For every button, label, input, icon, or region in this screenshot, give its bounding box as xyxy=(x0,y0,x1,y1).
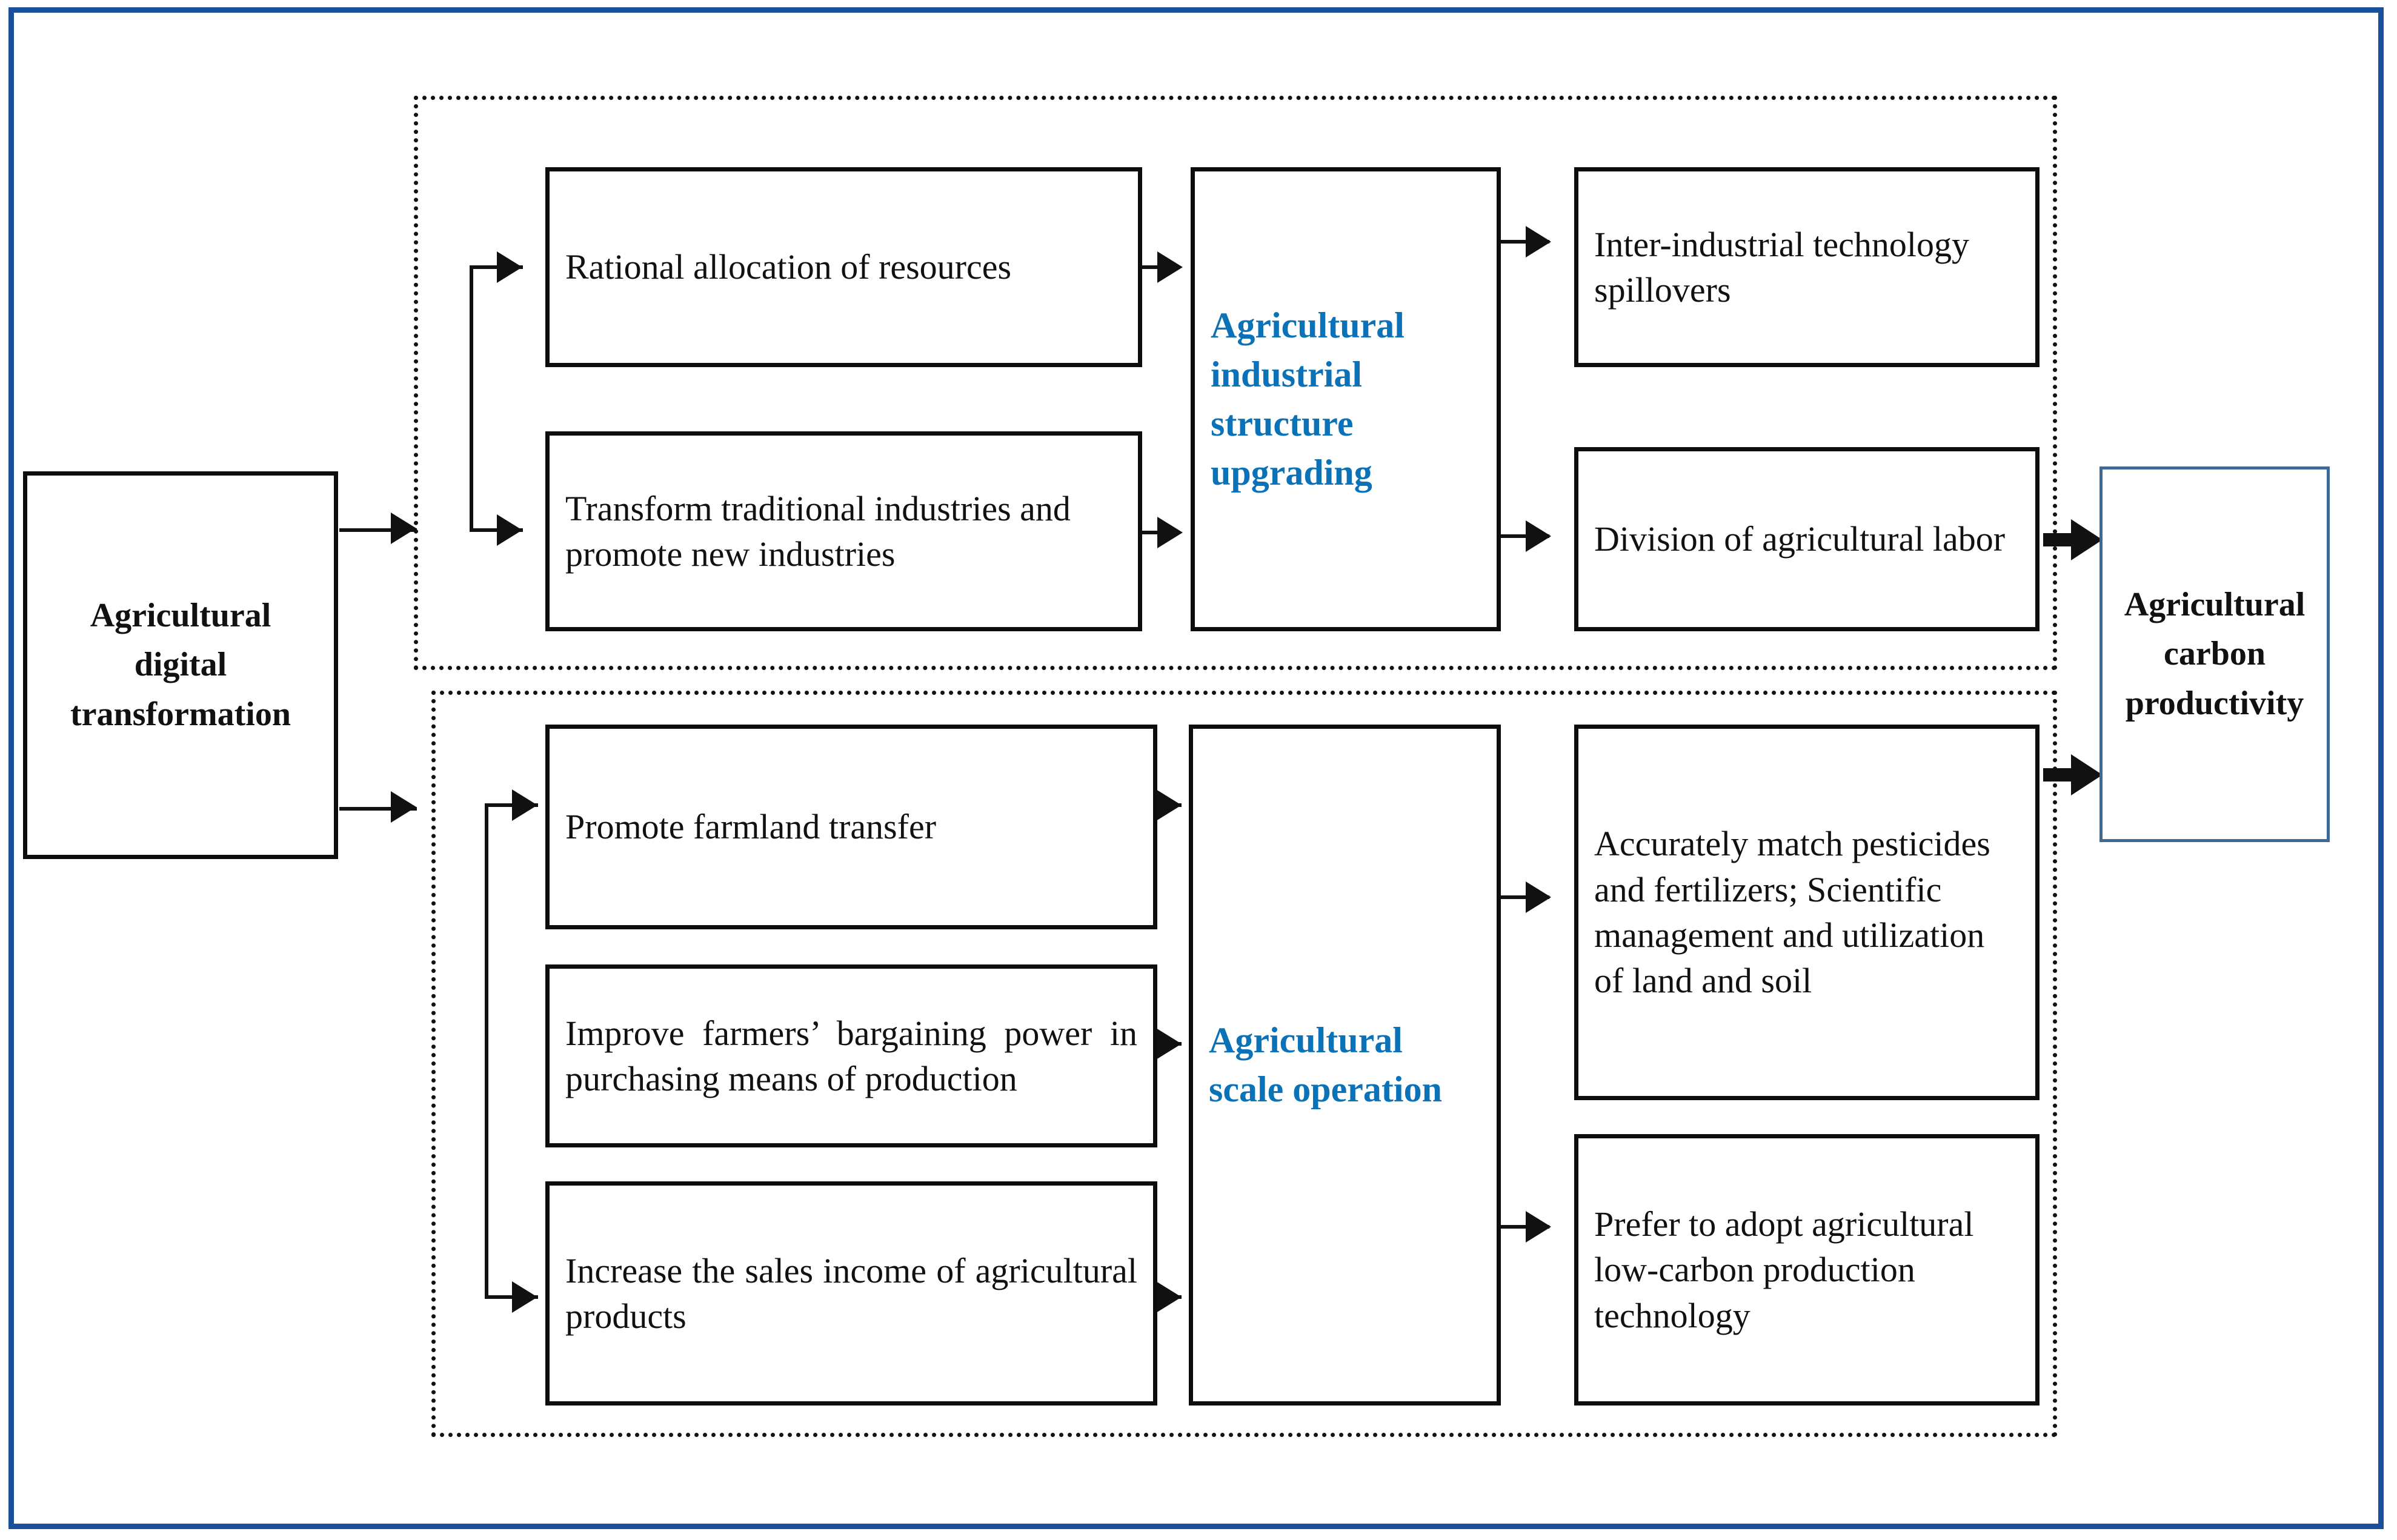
node-driver-promote-farmland-transfer[interactable]: Promote farmland transfer xyxy=(545,725,1157,929)
node-source-label: Agricultural digital transformation xyxy=(70,597,291,733)
arrowhead-bargaining-to-scale xyxy=(1156,1028,1182,1060)
node-driver-rational-allocation-label: Rational allocation of resources xyxy=(565,247,1012,287)
arrowhead-source-to-structure xyxy=(391,513,416,544)
bracket-structure-branch-bottom xyxy=(470,528,523,532)
node-mechanism-agricultural-scale-operation-label: Agricultural scale operation xyxy=(1209,1020,1442,1109)
node-outcome-agricultural-carbon-productivity[interactable]: Agricultural carbon productivity xyxy=(2099,466,2330,842)
node-effect-technology-spillovers[interactable]: Inter-industrial technology spillovers xyxy=(1574,167,2040,367)
node-mechanism-industrial-structure-upgrading-label: Agricultural industrial structure upgrad… xyxy=(1211,305,1405,493)
arrowhead-scale-to-effect1 xyxy=(1526,881,1551,913)
node-driver-transform-industries-label: Transform traditional industries and pro… xyxy=(565,488,1071,574)
group-scale-operation xyxy=(431,691,2057,1437)
arrowhead-structure-driver-2 xyxy=(497,514,522,546)
arrowhead-scale-driver-3 xyxy=(512,1281,537,1313)
node-outcome-label: Agricultural carbon productivity xyxy=(2124,586,2306,722)
arrowhead-driver1-to-structure xyxy=(1157,251,1183,283)
connector-structure-to-effect2 xyxy=(1501,534,1549,538)
arrowhead-structure-to-effect1 xyxy=(1526,226,1551,257)
arrowhead-scale-driver-1 xyxy=(512,789,537,821)
connector-source-to-scale xyxy=(339,807,417,811)
arrowhead-income-to-scale xyxy=(1156,1281,1182,1313)
outer-frame-border xyxy=(8,7,2384,1529)
node-effect-match-pesticides-fertilizers-label: Accurately match pesticides and fertiliz… xyxy=(1594,824,1990,1001)
node-driver-transform-industries[interactable]: Transform traditional industries and pro… xyxy=(545,431,1142,631)
connector-scale-to-effect2 xyxy=(1501,1225,1549,1229)
bracket-scale-branch-bottom xyxy=(485,1295,538,1299)
bracket-scale-branch-top xyxy=(485,803,538,807)
bracket-structure-branch-top xyxy=(470,265,523,269)
node-effect-division-of-labor[interactable]: Division of agricultural labor xyxy=(1574,447,2040,631)
group-industrial-structure xyxy=(414,96,2057,670)
bracket-scale-vertical xyxy=(485,803,488,1299)
arrowhead-scale-to-effect2 xyxy=(1526,1211,1551,1243)
node-source-agricultural-digital-transformation[interactable]: Agricultural digital transformation xyxy=(23,471,338,859)
arrowhead-farmland-to-scale xyxy=(1156,789,1182,821)
node-effect-division-of-labor-label: Division of agricultural labor xyxy=(1594,519,2006,559)
connector-scale-to-effect1 xyxy=(1501,895,1549,899)
connector-driver1-to-structure xyxy=(1142,265,1168,269)
node-driver-rational-allocation[interactable]: Rational allocation of resources xyxy=(545,167,1142,367)
node-driver-promote-farmland-transfer-label: Promote farmland transfer xyxy=(565,807,937,847)
node-driver-increase-sales-income-label: Increase the sales income of agricultura… xyxy=(565,1250,1137,1336)
node-effect-adopt-low-carbon-technology-label: Prefer to adopt agricultural low-carbon … xyxy=(1594,1204,1974,1335)
node-effect-technology-spillovers-label: Inter-industrial technology spillovers xyxy=(1594,224,1969,310)
connector-source-to-structure xyxy=(339,528,417,532)
connector-structure-to-effect1 xyxy=(1501,240,1549,244)
arrowhead-source-to-scale xyxy=(391,791,416,823)
bracket-structure-vertical xyxy=(470,265,473,532)
node-driver-improve-bargaining-power[interactable]: Improve farmers’ bargaining power in pur… xyxy=(545,964,1157,1147)
arrowhead-structure-to-effect2 xyxy=(1526,520,1551,552)
node-effect-adopt-low-carbon-technology[interactable]: Prefer to adopt agricultural low-carbon … xyxy=(1574,1134,2040,1406)
arrowhead-structure-to-outcome xyxy=(2071,519,2103,560)
arrowhead-structure-driver-1 xyxy=(497,251,522,283)
connector-driver2-to-structure xyxy=(1142,531,1168,534)
node-mechanism-industrial-structure-upgrading[interactable]: Agricultural industrial structure upgrad… xyxy=(1191,167,1501,631)
node-driver-improve-bargaining-power-label: Improve farmers’ bargaining power in pur… xyxy=(565,1013,1137,1098)
arrowhead-driver2-to-structure xyxy=(1157,517,1183,548)
node-effect-match-pesticides-fertilizers[interactable]: Accurately match pesticides and fertiliz… xyxy=(1574,725,2040,1100)
node-mechanism-agricultural-scale-operation[interactable]: Agricultural scale operation xyxy=(1189,725,1501,1406)
node-driver-increase-sales-income[interactable]: Increase the sales income of agricultura… xyxy=(545,1181,1157,1406)
arrowhead-scale-to-outcome xyxy=(2071,754,2103,795)
